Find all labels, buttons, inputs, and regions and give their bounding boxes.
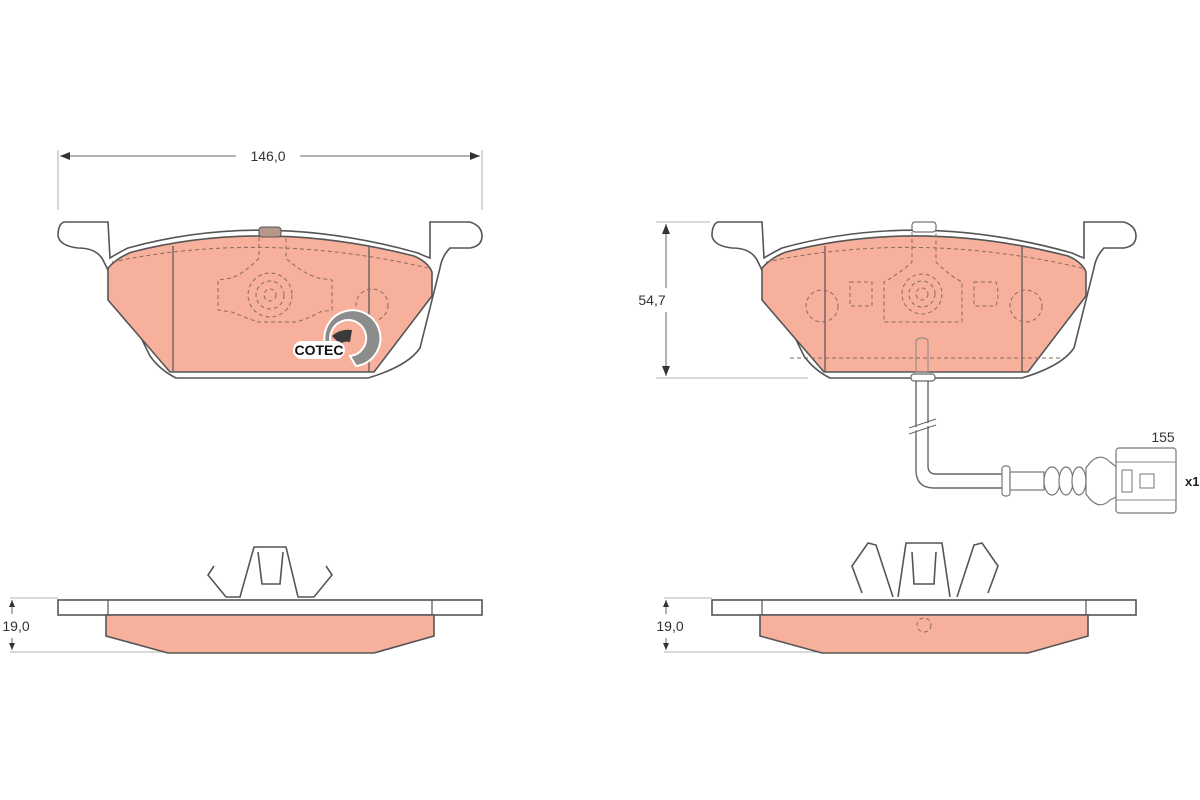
height-dimension: 54,7	[638, 221, 808, 379]
cotec-logo: COTEC	[293, 309, 382, 368]
height-label: 54,7	[638, 292, 665, 308]
logo-text: COTEC	[295, 342, 344, 358]
thickness-dimension-right: 19,0	[656, 597, 820, 653]
width-dimension: 146,0	[57, 148, 483, 210]
left-pad-front-view: COTEC	[57, 221, 483, 379]
right-pad-front-view: 54,7	[638, 221, 1137, 382]
left-pad-side-view: 19,0	[2, 546, 483, 654]
thickness-label-right: 19,0	[656, 618, 683, 634]
width-label: 146,0	[250, 148, 285, 164]
thickness-label-left: 19,0	[2, 618, 29, 634]
thickness-dimension-left: 19,0	[2, 597, 170, 653]
sensor-length-label: 155	[1151, 429, 1175, 445]
sensor-quantity-label: x1	[1185, 474, 1199, 489]
wear-sensor: 155 x1	[908, 381, 1199, 514]
right-pad-side-view: 19,0	[656, 542, 1137, 654]
